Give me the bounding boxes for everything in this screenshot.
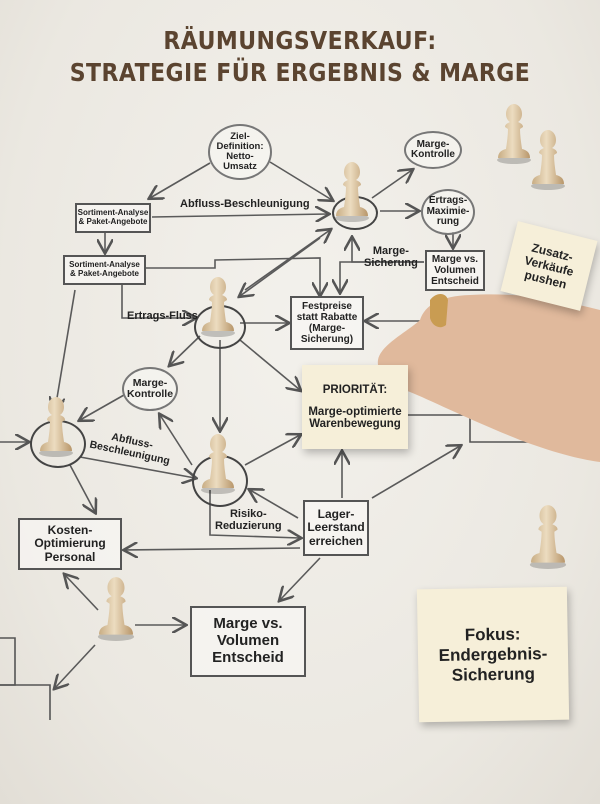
- label-marge-sicherung: Marge- Sicherung: [364, 245, 418, 270]
- node-sortiment-analyse-1: Sortiment-Analyse & Paket-Angebote: [75, 203, 151, 233]
- node-festpreise: Festpreise statt Rabatte (Marge- Sicheru…: [290, 296, 364, 350]
- pawn-piece: [526, 503, 570, 569]
- pawn-piece: [528, 128, 568, 190]
- node-ertrags-maximierung: Ertrags- Maximie- rung: [421, 189, 475, 235]
- pawn-piece: [198, 275, 238, 337]
- node-marge-kontrolle-mid: Marge- Kontrolle: [122, 367, 178, 411]
- node-marge-vs-volumen-small: Marge vs. Volumen Entscheid: [425, 250, 485, 291]
- node-marge-kontrolle-top: Marge- Kontrolle: [404, 131, 462, 169]
- pawn-piece: [36, 395, 76, 457]
- node-sortiment-analyse-2: Sortiment-Analyse & Paket-Angebote: [63, 255, 146, 285]
- node-marge-vs-volumen-big: Marge vs. Volumen Entscheid: [190, 606, 306, 677]
- label-risiko-reduzierung: Risiko- Reduzierung: [215, 508, 282, 533]
- node-ziel-definition: Ziel- Definition: Netto- Umsatz: [208, 124, 272, 180]
- title-line-1: RÄUMUNGSVERKAUF:: [163, 26, 437, 55]
- pawn-piece: [94, 575, 138, 641]
- label-abfluss-beschleunigung-top: Abfluss-Beschleunigung: [180, 198, 310, 210]
- hand-illustration: [377, 294, 600, 462]
- sticky-prioritaet-body: Marge-optimierte Warenbewegung: [308, 406, 402, 430]
- node-lager-leerstand: Lager- Leerstand erreichen: [303, 500, 369, 556]
- pawn-piece: [332, 160, 372, 222]
- sticky-fokus: Fokus: Endergebnis- Sicherung: [416, 586, 570, 723]
- pawn-piece: [198, 432, 238, 494]
- sticky-prioritaet-heading: PRIORITÄT:: [322, 384, 388, 396]
- sticky-prioritaet: PRIORITÄT: Marge-optimierte Warenbewegun…: [302, 365, 408, 449]
- node-kosten-optimierung: Kosten- Optimierung Personal: [18, 518, 122, 570]
- label-ertrags-fluss: Ertrags-Fluss: [127, 310, 198, 322]
- title-line-2: STRATEGIE FÜR ERGEBNIS & MARGE: [69, 58, 531, 87]
